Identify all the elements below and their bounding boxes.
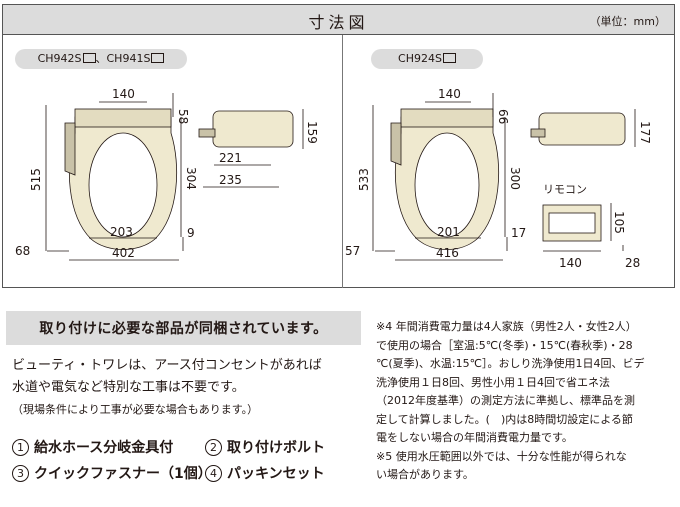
note4-line4: 洗浄使用１日8回、男性小用１日4回で省エネ法 [376, 375, 610, 389]
remote-label: リモコン [543, 183, 587, 196]
part-label-1: 給水ホース分岐金具付 [34, 440, 174, 456]
dim-left-seat-width: 402 [112, 246, 135, 260]
part-label-4: パッキンセット [227, 466, 325, 482]
dim-left-lid-gap: 58 [176, 109, 190, 124]
dimensions-panel: 寸法図 （単位：mm） CH942S 、CH941S CH924S [2, 4, 675, 288]
note5-line1: ※5 使用水圧範囲以外では、十分な性能が得られな [376, 449, 627, 463]
part-label-3: クイックファスナー（1個） [34, 466, 212, 482]
dim-right-top-width: 140 [438, 87, 461, 101]
note4-line7: 電をしない場合の年間消費電力量です。 [376, 431, 573, 444]
left-model-name-2: 、CH941S [95, 52, 151, 65]
note4-line6: 定して計算しました。( )内は8時間切設定による節 [376, 412, 633, 426]
part-item-3: 3 クイックファスナー（1個） [12, 463, 212, 483]
dim-left-side-height: 159 [305, 121, 319, 144]
left-model-name: CH942S [37, 52, 82, 65]
part-num-3: 3 [12, 465, 29, 482]
dim-left-total-length: 515 [29, 168, 43, 191]
dim-right-opening-width: 201 [437, 225, 460, 239]
panel-divider [342, 35, 343, 288]
dim-left-edge: 9 [187, 226, 195, 240]
left-model-tag: CH942S 、CH941S [15, 49, 187, 69]
dim-left-seat-depth: 304 [184, 167, 198, 190]
dim-right-side-height: 177 [638, 121, 652, 144]
dim-right-seat-width: 416 [436, 246, 459, 260]
parts-body-note: （現場条件により工事が必要な場合もあります。） [12, 403, 259, 416]
parts-body-line-1: ビューティ・トワレは、アース付コンセントがあれば [12, 358, 322, 373]
dim-left-side-depth-1: 221 [219, 151, 242, 165]
note4-line1: ※4 年間消費電力量は4人家族（男性2人・女性2人） [376, 320, 637, 333]
right-dimension-drawing: 140 66 177 533 300 201 17 57 416 リモコン 10… [345, 87, 652, 270]
dimensions-title-bar: 寸法図 （単位：mm） [3, 5, 674, 35]
color-code-box [442, 53, 456, 63]
dim-remote-height: 105 [612, 211, 626, 234]
part-num-2: 2 [205, 439, 222, 456]
parts-heading-bar: 取り付けに必要な部品が同梱されています。 [6, 311, 361, 345]
parts-heading: 取り付けに必要な部品が同梱されています。 [39, 321, 328, 337]
note4-line5: （2012年度基準）の測定方法に準拠し、標準品を測 [376, 394, 635, 407]
unit-label: （単位：mm） [589, 15, 666, 28]
part-num-4: 4 [205, 465, 222, 482]
dim-remote-depth: 28 [625, 256, 640, 270]
dim-remote-width: 140 [559, 256, 582, 270]
right-model-tag: CH924S [371, 49, 483, 69]
dim-right-offset: 57 [345, 244, 360, 258]
color-code-box [151, 53, 165, 63]
part-num-1: 1 [12, 439, 29, 456]
dim-right-total-length: 533 [357, 168, 371, 191]
dimensions-title: 寸法図 [308, 13, 369, 32]
part-label-2: 取り付けボルト [227, 440, 325, 456]
dim-left-side-depth-2: 235 [219, 173, 242, 187]
dim-right-edge: 17 [511, 226, 526, 240]
right-model-name: CH924S [398, 52, 442, 65]
color-code-box [82, 53, 96, 63]
dim-left-top-width: 140 [112, 87, 135, 101]
dim-right-lid-gap: 66 [496, 109, 510, 124]
note5-line2: い場合があります。 [376, 468, 474, 481]
footnotes: ※4 年間消費電力量は4人家族（男性2人・女性2人） で使用の場合［室温:5℃(… [376, 318, 674, 485]
dim-left-opening-width: 203 [110, 225, 133, 239]
part-item-4: 4 パッキンセット [205, 463, 325, 483]
note4-line2: で使用の場合［室温:5℃(冬季)・15℃(春秋季)・28 [376, 338, 633, 352]
parts-body-line-2: 水道や電気など特別な工事は不要です。 [12, 380, 245, 395]
left-dimension-drawing: 140 58 159 515 304 203 9 68 402 221 235 [15, 87, 319, 261]
dim-right-seat-depth: 300 [508, 167, 522, 190]
part-item-2: 2 取り付けボルト [205, 437, 325, 457]
note4-line3: ℃(夏季)、水温:15℃］。おしり洗浄使用1日4回、ビデ [376, 357, 645, 370]
dim-left-offset: 68 [15, 244, 30, 258]
part-item-1: 1 給水ホース分岐金具付 [12, 437, 173, 457]
